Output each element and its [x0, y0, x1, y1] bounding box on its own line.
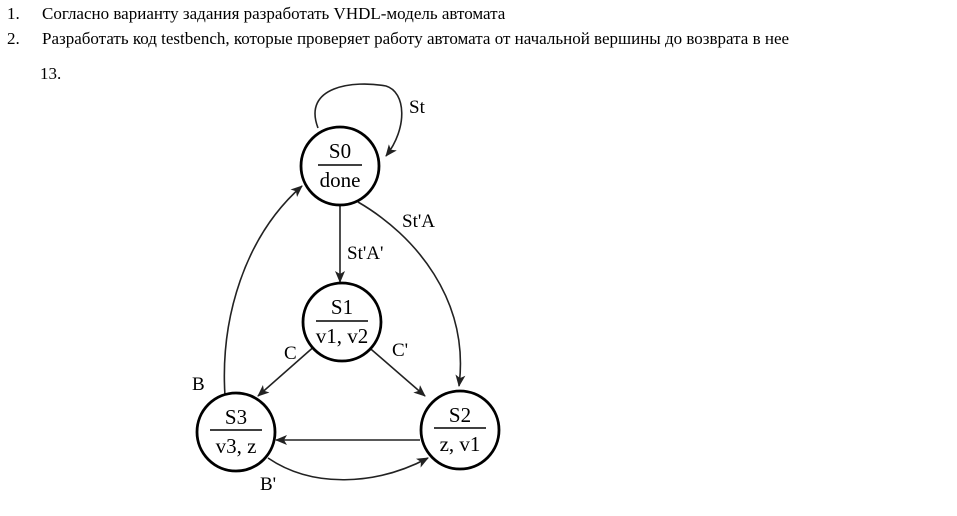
state-s1: S1 v1, v2	[301, 281, 383, 363]
edge-label-b: B	[192, 374, 205, 395]
state-s0: S0 done	[299, 125, 381, 207]
state-output: done	[320, 168, 361, 192]
state-output: v1, v2	[316, 324, 369, 348]
edge-label-c: C	[284, 343, 297, 364]
edge-s0-self	[314, 83, 403, 157]
edge-label-c-not: C'	[392, 340, 408, 361]
task-text: Разработать код testbench, которые прове…	[42, 29, 790, 48]
edge-label-st-not-a: St'A	[402, 211, 435, 232]
task-number: 1.	[7, 4, 20, 23]
variant-number: 13.	[40, 64, 62, 83]
edge-label-st: St	[409, 97, 426, 118]
state-s2: S2 z, v1	[419, 389, 501, 471]
edge-s3-s2	[267, 457, 429, 481]
edge-s1-s3	[257, 343, 318, 397]
edge-label-st-not-a-not: St'A'	[347, 243, 383, 264]
state-s3: S3 v3, z	[195, 391, 277, 473]
edge-s1-s2	[364, 343, 426, 397]
state-output: v3, z	[216, 434, 257, 458]
state-output: z, v1	[440, 432, 481, 456]
task-text: Согласно варианту задания разработать VH…	[42, 4, 506, 23]
edge-s0-s2	[357, 201, 466, 387]
state-name: S3	[225, 405, 247, 429]
task-number: 2.	[7, 29, 20, 48]
state-name: S0	[329, 139, 351, 163]
edge-label-b-not: B'	[260, 474, 276, 495]
edge-s3-s0	[223, 185, 303, 397]
state-name: S2	[449, 403, 471, 427]
state-name: S1	[331, 295, 353, 319]
